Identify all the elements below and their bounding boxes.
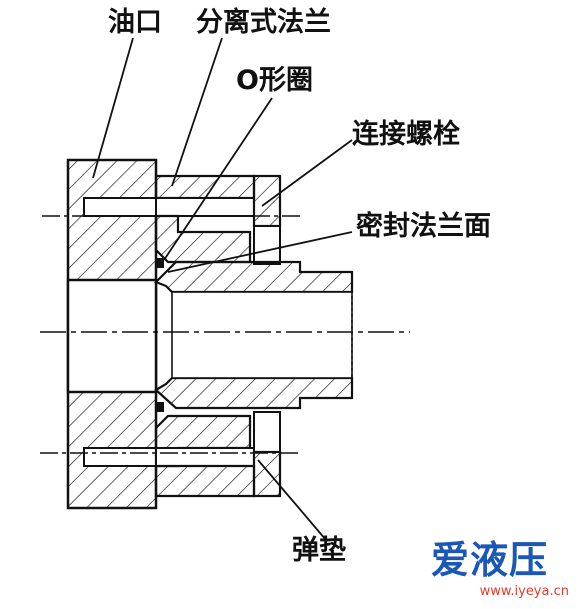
- watermark: 爱液压 www.iyeya.cn: [431, 539, 571, 599]
- o-ring-label: O形圈: [236, 65, 313, 96]
- leader-lines: [92, 37, 353, 541]
- o-rings: [156, 258, 164, 412]
- pipe-fitting: [154, 260, 354, 410]
- oil-port-label: 油口: [108, 7, 162, 38]
- main-block: [66, 158, 158, 510]
- seal-flange-face-label: 密封法兰面: [356, 211, 491, 242]
- center-lines: [40, 215, 410, 454]
- watermark-url: www.iyeya.cn: [479, 584, 569, 599]
- spring-washer-label: 弹垫: [292, 535, 346, 566]
- connecting-bolt-label: 连接螺栓: [352, 119, 460, 150]
- split-flange-upper: [154, 174, 256, 264]
- watermark-brand: 爱液压: [431, 538, 549, 582]
- split-flange-label: 分离式法兰: [196, 7, 331, 38]
- split-flange-lower: [154, 414, 256, 498]
